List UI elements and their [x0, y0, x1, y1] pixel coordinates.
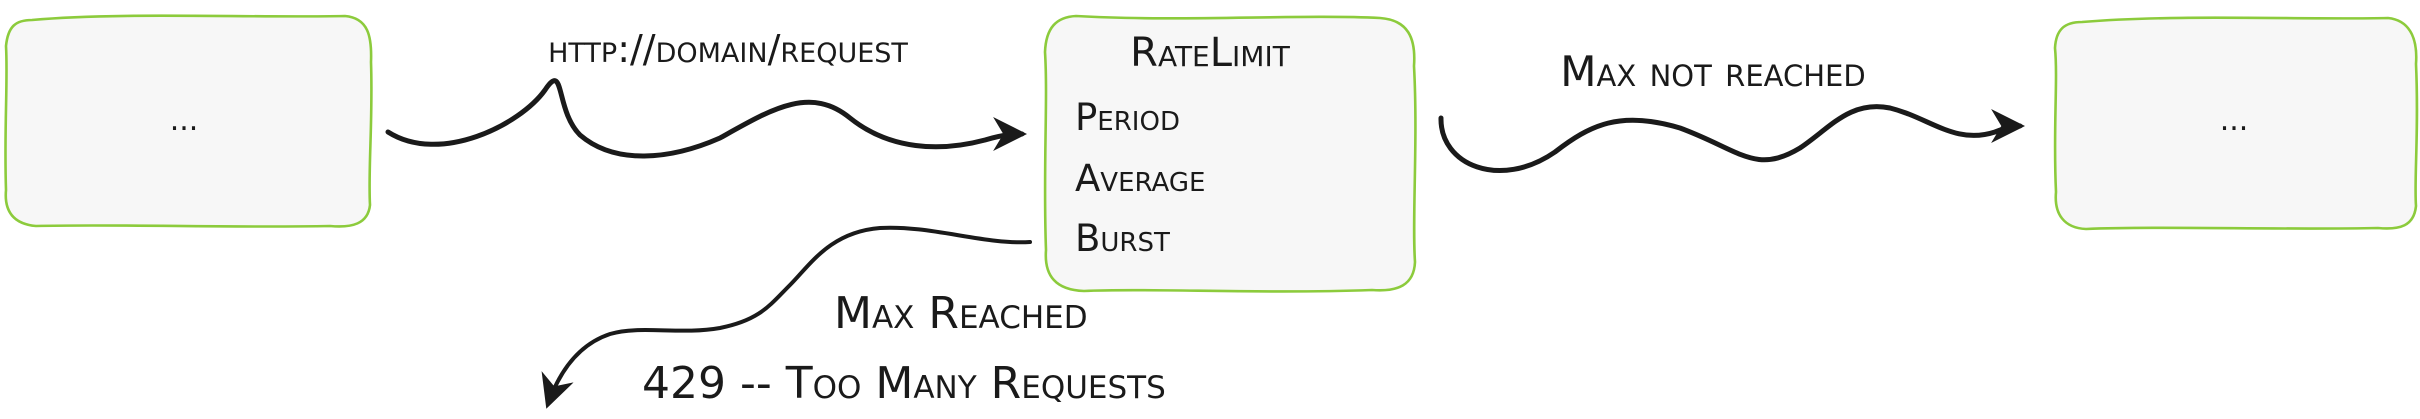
reached-label: Max Reached [834, 288, 1088, 339]
reached-edge: Max Reached 429 -- Too Many Requests [541, 225, 1166, 409]
left-box-node: ... [4, 14, 373, 228]
request-arrow-line [385, 78, 1028, 159]
right-box-label: ... [2220, 103, 2249, 138]
request-edge: http://domain/request [385, 27, 1028, 159]
request-label: http://domain/request [548, 27, 908, 71]
right-box-node: ... [2053, 16, 2419, 231]
reached-arrow-line [541, 225, 1032, 409]
ratelimit-field-period: Period [1075, 96, 1180, 139]
ratelimit-field-burst: Burst [1075, 217, 1170, 260]
ratelimit-box-shape [1043, 14, 1417, 293]
not-reached-arrow-line [1438, 104, 2026, 173]
left-box-label: ... [170, 103, 199, 138]
not-reached-label: Max not reached [1560, 47, 1865, 96]
reached-sublabel: 429 -- Too Many Requests [642, 358, 1166, 409]
ratelimit-title: RateLimit [1130, 30, 1291, 76]
left-box-shape [4, 14, 373, 228]
ratelimit-field-average: Average [1075, 157, 1205, 200]
right-box-shape [2053, 16, 2419, 231]
ratelimit-node: RateLimit Period Average Burst [1043, 14, 1417, 293]
not-reached-edge: Max not reached [1438, 47, 2026, 173]
